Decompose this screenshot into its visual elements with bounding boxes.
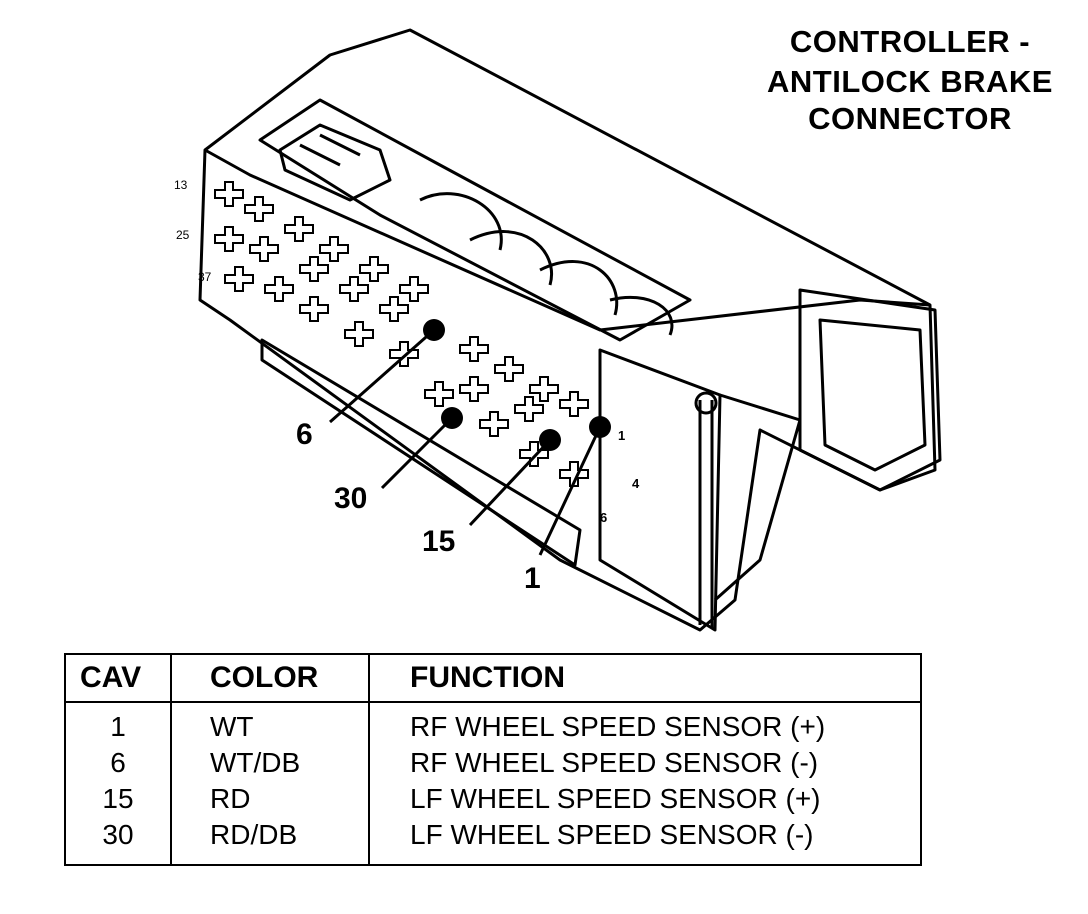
cav-cell: 30 [102, 819, 134, 850]
pin-table: CAV 1 6 15 30 COLOR WT WT/DB RD RD/DB FU… [64, 653, 922, 866]
housing-outline [198, 28, 937, 632]
side-bracket [598, 348, 722, 632]
wire-tube-4 [609, 295, 674, 336]
lower-rail [260, 338, 582, 567]
pin-mark-6: 6 [600, 510, 608, 525]
housing-top-edge [204, 148, 931, 332]
function-cell: LF WHEEL SPEED SENSOR (-) [410, 819, 814, 850]
cavity-grid [214, 181, 589, 487]
side-number-13: 13 [174, 178, 188, 192]
column-color: COLOR WT WT/DB RD RD/DB [170, 655, 370, 864]
header-cav: CAV [80, 661, 142, 694]
latch-block [278, 123, 392, 202]
callout-30: 30 [334, 482, 368, 515]
header-function: FUNCTION [410, 661, 565, 694]
title-line-2: ANTILOCK BRAKE [767, 64, 1053, 99]
pin-mark-4: 4 [632, 476, 640, 491]
column-cav: CAV 1 6 15 30 [66, 655, 172, 864]
column-function: FUNCTION RF WHEEL SPEED SENSOR (+) RF WH… [368, 655, 920, 864]
leader-15 [468, 438, 552, 527]
ramp-panel [714, 393, 802, 602]
callout-15: 15 [422, 525, 456, 558]
connector-illustration [198, 28, 942, 632]
cav-cell: 1 [110, 711, 126, 742]
wire-tube-3 [539, 260, 619, 316]
callout-1: 1 [524, 562, 541, 595]
wire-tube-1 [419, 192, 503, 251]
leader-6 [329, 328, 435, 424]
housing-recess [258, 98, 692, 342]
color-cell: WT [210, 711, 254, 742]
callout-6: 6 [296, 418, 313, 451]
side-number-25: 25 [176, 228, 190, 242]
wire-tube-2 [469, 230, 553, 286]
header-divider [66, 701, 920, 703]
leader-1 [538, 426, 602, 556]
color-cell: WT/DB [210, 747, 301, 778]
function-cell: RF WHEEL SPEED SENSOR (-) [410, 747, 819, 778]
title-line-1: CONTROLLER - [789, 24, 1031, 59]
function-cell: RF WHEEL SPEED SENSOR (+) [410, 711, 826, 742]
leader-30 [380, 416, 454, 490]
header-color: COLOR [210, 661, 319, 694]
color-cell: RD [210, 783, 251, 814]
cav-cell: 6 [110, 747, 126, 778]
function-cell: LF WHEEL SPEED SENSOR (+) [410, 783, 821, 814]
pin-mark-1: 1 [618, 428, 626, 443]
title-line-3: CONNECTOR [808, 101, 1012, 136]
color-cell: RD/DB [210, 819, 298, 850]
cav-cell: 15 [102, 783, 134, 814]
side-number-37: 37 [198, 270, 212, 284]
